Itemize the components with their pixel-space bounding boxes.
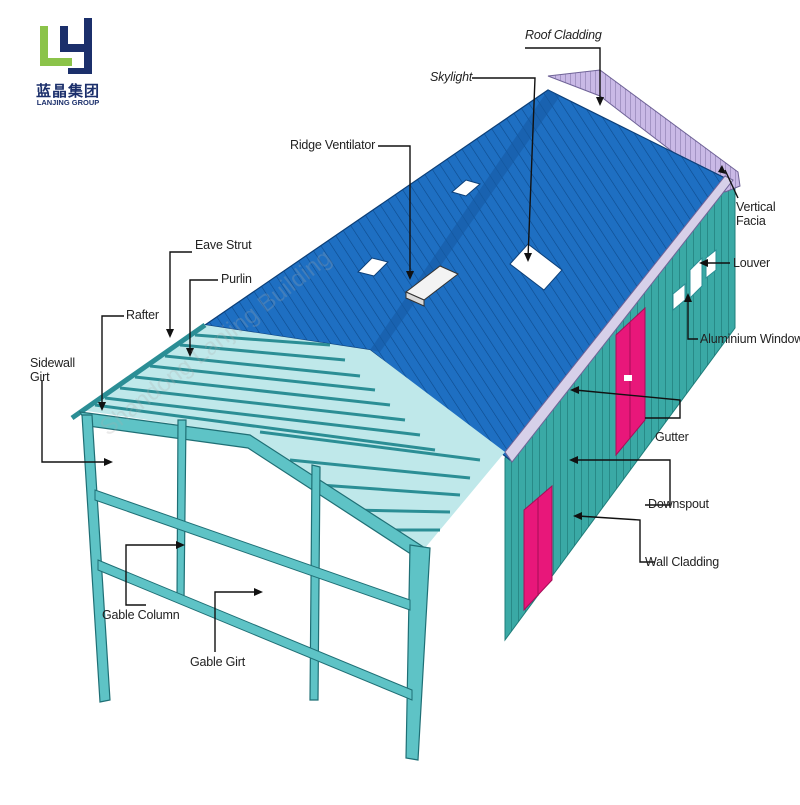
gable-girts	[94, 489, 413, 701]
ridge-ventilator-side	[405, 291, 425, 307]
door	[615, 306, 646, 457]
label-roof-cladding: Roof Cladding	[525, 28, 602, 42]
brand-name-cn: 蓝晶集团	[35, 82, 100, 100]
label-ridge-ventilator: Ridge Ventilator	[290, 138, 376, 152]
label-downspout: Downspout	[648, 497, 709, 511]
label-gable-column: Gable Column	[102, 608, 180, 622]
label-purlin: Purlin	[221, 272, 252, 286]
label-skylight: Skylight	[430, 70, 473, 84]
door	[523, 484, 553, 612]
skylight-panel	[357, 257, 389, 277]
gutter	[504, 175, 734, 463]
label-eave-strut: Eave Strut	[195, 238, 252, 252]
eave-strut	[70, 322, 207, 421]
aluminium-window	[689, 256, 703, 300]
label-louver: Louver	[733, 256, 771, 270]
brand-logo-mark	[40, 18, 92, 74]
label-rafter: Rafter	[126, 308, 159, 322]
gable-frame	[78, 411, 431, 761]
leader-arrowheads	[98, 97, 726, 596]
label-wall-cladding: Wall Cladding	[645, 555, 720, 569]
label-aluminium-window: Aluminium Window	[700, 332, 800, 346]
leader-lines	[41, 47, 739, 652]
skylight-panel	[450, 179, 482, 197]
brand-name-en: LANJING GROUP	[36, 98, 100, 107]
brand-logo	[18, 18, 128, 118]
label-gutter: Gutter	[655, 430, 689, 444]
label-vertical-facia: Vertical Facia	[736, 200, 776, 228]
skylight-panel	[509, 243, 563, 291]
louver	[705, 248, 717, 280]
label-gable-girt: Gable Girt	[190, 655, 245, 669]
label-sidewall-girt: Sidewall Girt	[30, 356, 75, 384]
